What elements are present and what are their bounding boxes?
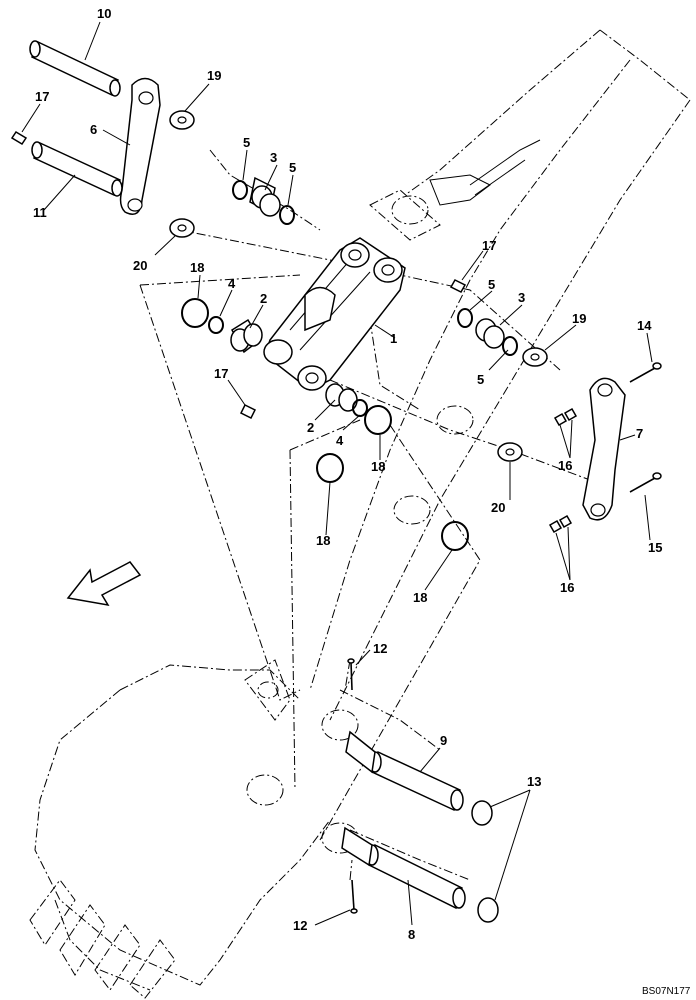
callout-2: 2 (260, 291, 267, 306)
callout-7: 7 (636, 426, 643, 441)
callout-5: 5 (477, 372, 484, 387)
callout-17: 17 (35, 89, 49, 104)
callout-18: 18 (316, 533, 330, 548)
callout-18: 18 (190, 260, 204, 275)
link-7 (582, 377, 626, 521)
callout-12: 12 (293, 918, 307, 933)
pin-10 (29, 40, 121, 97)
pin-11 (31, 141, 123, 197)
callout-9: 9 (440, 733, 447, 748)
pin-8 (341, 826, 466, 910)
link-6 (119, 77, 161, 215)
callout-12: 12 (373, 641, 387, 656)
callout-11: 11 (33, 205, 47, 220)
bolts-nuts (548, 362, 662, 534)
callout-labels: 10 17 6 11 19 5 3 5 20 18 4 2 17 5 3 1 1… (33, 6, 662, 942)
callout-8: 8 (408, 927, 415, 942)
phantom-lines (34, 29, 691, 991)
bucket-bosses (244, 659, 359, 854)
callout-1: 1 (390, 331, 397, 346)
retainer-rings-13 (471, 800, 499, 923)
callout-20: 20 (133, 258, 147, 273)
pin-9 (345, 730, 464, 812)
grease-fitting-17a (10, 130, 28, 146)
callout-5: 5 (488, 277, 495, 292)
callout-15: 15 (648, 540, 662, 555)
callout-17: 17 (482, 238, 496, 253)
callout-10: 10 (97, 6, 111, 21)
callout-19: 19 (207, 68, 221, 83)
h-link-1 (263, 237, 406, 391)
callout-13: 13 (527, 774, 541, 789)
seals-bushings-upper (232, 176, 295, 225)
bucket-teeth (29, 879, 176, 999)
lower-bushing-group (316, 383, 469, 551)
callout-18: 18 (371, 459, 385, 474)
callout-16: 16 (558, 458, 572, 473)
callout-4: 4 (336, 433, 344, 448)
callout-2: 2 (307, 420, 314, 435)
washers (169, 110, 548, 462)
callout-3: 3 (518, 290, 525, 305)
callout-18: 18 (413, 590, 427, 605)
callout-16: 16 (560, 580, 574, 595)
callout-6: 6 (90, 122, 97, 137)
left-bushing-group (181, 298, 263, 354)
callout-20: 20 (491, 500, 505, 515)
cylinder-phantom (369, 139, 541, 525)
callout-19: 19 (572, 311, 586, 326)
callout-4: 4 (228, 276, 236, 291)
seals-bushings-right (457, 308, 518, 356)
bolts-12 (347, 658, 358, 914)
callout-5: 5 (243, 135, 250, 150)
drawing-reference: BS07N177 (642, 986, 691, 997)
callout-17: 17 (214, 366, 228, 381)
callout-5: 5 (289, 160, 296, 175)
callout-3: 3 (270, 150, 277, 165)
leader-lines (21, 21, 653, 926)
grease-fitting-17b (239, 279, 467, 420)
direction-arrow (66, 561, 142, 607)
callout-14: 14 (637, 318, 652, 333)
